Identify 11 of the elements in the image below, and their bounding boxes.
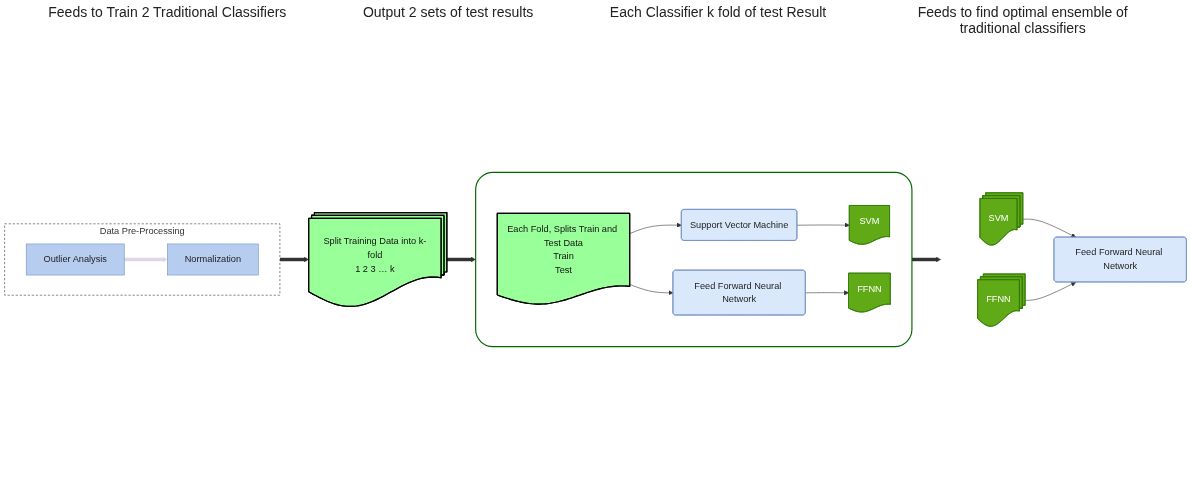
arrow [446, 256, 476, 263]
arrow [124, 256, 168, 263]
note-text: Each Classifier k fold of test Result [609, 4, 827, 22]
arrow [279, 256, 309, 263]
arrow [911, 256, 941, 263]
node-box: Normalization [167, 243, 259, 276]
node-box: Outlier Analysis [25, 243, 125, 276]
note-text: Feeds to find optimal ensemble of traditional classifiers [916, 4, 1129, 36]
cluster [475, 171, 913, 348]
note-text: Feeds to Train 2 Traditional Classifiers [48, 4, 287, 22]
note-text: Output 2 sets of test results [362, 4, 534, 22]
